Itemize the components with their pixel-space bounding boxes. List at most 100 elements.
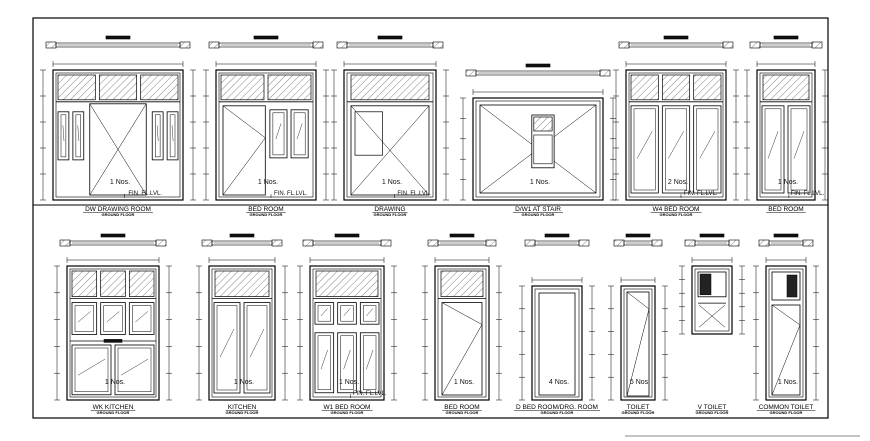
glass-mark — [366, 349, 374, 370]
element-caption: D/W1 AT STAIR — [515, 206, 561, 213]
outer-frame — [434, 265, 490, 401]
plan-label-bar — [525, 63, 551, 68]
floor-level-label: FIN. FL.LVL. — [353, 391, 387, 397]
glass-pane — [128, 270, 155, 297]
window-glass — [272, 112, 285, 156]
wall-section — [599, 69, 611, 77]
inner-frame — [623, 288, 653, 398]
window-sash — [72, 111, 85, 161]
stair-window-sash — [533, 134, 553, 165]
frame-section — [475, 70, 601, 76]
window-sash — [693, 105, 722, 194]
vent-louvre — [699, 273, 712, 296]
vent-top — [771, 271, 801, 301]
glass-mark — [77, 358, 106, 376]
glass-mark — [120, 358, 149, 376]
wall-section — [179, 41, 191, 49]
outer-frame — [52, 69, 184, 201]
leaf-swing — [698, 304, 726, 328]
glass-pane — [71, 270, 98, 297]
outer-frame — [625, 69, 727, 201]
window-sash — [337, 302, 357, 325]
frame-section — [759, 42, 813, 48]
glass-mark — [320, 349, 328, 370]
glass-pane — [440, 270, 484, 297]
wall-section — [684, 239, 696, 247]
window-sash — [128, 302, 155, 335]
door-leaf — [441, 302, 483, 396]
elevation-dw: 1 Nos.FIN. FL.LVL.DW DRAWING ROOMGROUND … — [40, 35, 196, 217]
glass-mark — [106, 311, 120, 323]
element-caption: WK KITCHEN — [93, 404, 134, 411]
outer-frame — [531, 285, 583, 401]
plan-label-bar — [773, 233, 799, 238]
sheet-border — [32, 17, 829, 419]
wall-section — [336, 41, 348, 49]
window-sash — [761, 105, 785, 194]
window-sash — [71, 302, 98, 335]
plan-label-bar — [699, 233, 725, 238]
window-sash — [100, 302, 126, 335]
window-glass — [74, 305, 94, 332]
plan-label-bar — [377, 35, 403, 40]
element-caption: BED ROOM — [444, 404, 479, 411]
glass-mark — [699, 131, 716, 159]
quantity-label: 1 Nos. — [339, 379, 359, 386]
window-sash — [337, 332, 357, 394]
wall-section — [524, 239, 536, 247]
glass-pane — [693, 74, 722, 101]
frame-section — [694, 240, 730, 246]
leaf-swing — [771, 304, 801, 326]
glass-mark — [767, 131, 779, 159]
outer-frame — [343, 69, 437, 201]
inner-frame — [55, 72, 181, 198]
element-subcaption: GROUND FLOOR — [250, 212, 283, 217]
frame-section — [312, 240, 382, 246]
window-glass — [696, 108, 719, 191]
wall-section — [485, 239, 497, 247]
element-subcaption: GROUND FLOOR — [226, 410, 259, 415]
element-subcaption: GROUND FLOOR — [446, 410, 479, 415]
leaf-swing — [626, 291, 650, 310]
element-subcaption: GROUND FLOOR — [331, 410, 364, 415]
glass-pane — [100, 270, 126, 297]
quantity-label: 5 Nos. — [630, 379, 650, 386]
window-sash — [243, 302, 271, 394]
quantity-label: 1 Nos. — [778, 379, 798, 386]
quantity-label: 1 Nos. — [530, 179, 550, 186]
element-subcaption: GROUND FLOOR — [522, 212, 555, 217]
glass-mark — [668, 131, 684, 159]
quantity-label: 1 Nos. — [382, 179, 402, 186]
outer-frame — [215, 69, 317, 201]
glass-mark — [77, 311, 91, 323]
window-glass — [103, 305, 123, 332]
quantity-label: 1 Nos. — [105, 379, 125, 386]
floor-level-label: FIN. FL.LVL. — [274, 191, 308, 197]
inner-frame — [218, 72, 314, 198]
glass-mark — [296, 123, 303, 140]
plan-label-bar — [253, 35, 279, 40]
element-subcaption: GROUND FLOOR — [770, 410, 803, 415]
element-subcaption: GROUND FLOOR — [97, 410, 130, 415]
wall-section — [722, 41, 734, 49]
wall-section — [155, 239, 167, 247]
glass-mark — [343, 308, 351, 317]
frame-section — [534, 240, 580, 246]
window-sash — [630, 105, 659, 194]
window-sash — [661, 105, 691, 194]
glass-mark — [171, 125, 174, 142]
plan-label-bar — [663, 35, 689, 40]
element-caption: KITCHEN — [228, 404, 257, 411]
quantity-label: 1 Nos. — [258, 179, 278, 186]
leaf-swing — [441, 302, 483, 325]
window-glass — [75, 114, 82, 158]
glass-mark — [62, 125, 65, 142]
inner-frame — [312, 268, 382, 398]
window-sash — [114, 344, 155, 396]
frame-section — [218, 42, 314, 48]
window-sash — [314, 302, 335, 325]
element-caption: TOILET — [627, 404, 650, 411]
